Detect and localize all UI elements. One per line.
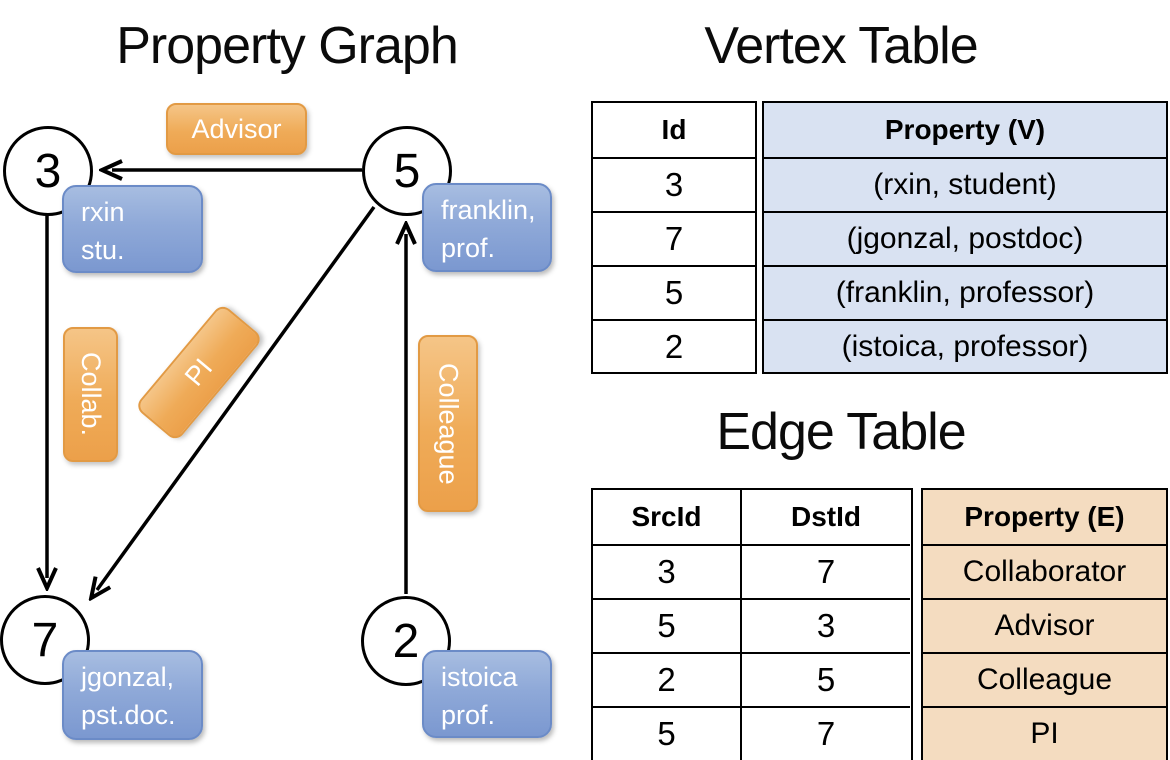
edge-dst-header: DstId (740, 490, 910, 544)
edge-property-header: Property (E) (964, 501, 1125, 532)
edge-label-colleague: Colleague (418, 335, 478, 512)
edge-dst-cell: 7 (740, 706, 910, 760)
vertex-id-cell: 2 (593, 319, 755, 372)
vertex-property-cell: (franklin, professor) (764, 265, 1166, 319)
edge-dst-cell: 5 (740, 652, 910, 706)
vertex-5-property-line2: prof. (441, 233, 496, 264)
edge-property-cell: Collaborator (923, 544, 1166, 598)
edge-label-collab: Collab. (63, 327, 118, 462)
edge-table: SrcId DstId 3 7 5 3 2 5 5 7 Property (E)… (591, 488, 1168, 760)
vertex-property-cell: (jgonzal, postdoc) (764, 211, 1166, 265)
vertex-id-cell: 7 (593, 211, 755, 265)
vertex-node-2-id: 2 (392, 614, 420, 668)
edge-src-header: SrcId (631, 501, 702, 532)
vertex-2-property-box: istoica prof. (422, 650, 552, 738)
edge-pi-5-to-7 (97, 205, 376, 590)
vertex-5-property-line1: franklin, (441, 195, 536, 225)
vertex-property-header: Property (V) (884, 114, 1046, 145)
vertex-3-property-line1: rxin (81, 197, 125, 227)
edge-dst-cell: 7 (740, 544, 910, 598)
vertex-2-property-line1: istoica (441, 662, 518, 692)
vertex-7-property-line2: pst.doc. (81, 700, 176, 731)
vertex-3-property-box: rxin stu. (62, 185, 203, 273)
vertex-2-property-line2: prof. (441, 700, 496, 731)
vertex-table: Id 3 7 5 2 Property (V) (rxin, student) … (591, 101, 1168, 374)
vertex-node-3-id: 3 (34, 144, 62, 198)
vertex-id-cell: 3 (593, 157, 755, 211)
vertex-7-property-box: jgonzal, pst.doc. (62, 650, 203, 740)
vertex-id-cell: 5 (593, 265, 755, 319)
vertex-node-5: 5 (362, 126, 452, 216)
property-graph-title: Property Graph (116, 17, 459, 75)
graph-edges-layer (0, 0, 585, 760)
edge-src-cell: 5 (593, 706, 740, 760)
edge-property-cell: Advisor (923, 598, 1166, 652)
edge-property-cell: PI (923, 706, 1166, 760)
vertex-node-5-id: 5 (393, 144, 421, 198)
edge-property-cell: Colleague (923, 652, 1166, 706)
vertex-id-header: Id (661, 114, 687, 145)
vertex-3-property-line2: stu. (81, 235, 125, 266)
vertex-table-property-column: Property (V) (rxin, student) (jgonzal, p… (762, 101, 1168, 374)
edge-src-cell: 2 (593, 652, 740, 706)
edge-src-cell: 3 (593, 544, 740, 598)
vertex-property-cell: (rxin, student) (764, 157, 1166, 211)
edge-table-property-column: Property (E) Collaborator Advisor Collea… (921, 488, 1168, 760)
edge-table-id-columns: SrcId DstId 3 7 5 3 2 5 5 7 (591, 488, 913, 760)
vertex-node-2: 2 (361, 596, 451, 686)
vertex-table-title: Vertex Table (704, 17, 978, 75)
edge-src-cell: 5 (593, 598, 740, 652)
edge-table-title: Edge Table (716, 403, 966, 461)
vertex-property-cell: (istoica, professor) (764, 319, 1166, 372)
edge-dst-cell: 3 (740, 598, 910, 652)
vertex-7-property-line1: jgonzal, (81, 662, 175, 692)
vertex-5-property-box: franklin, prof. (422, 183, 552, 272)
vertex-table-id-column: Id 3 7 5 2 (591, 101, 757, 374)
vertex-node-7-id: 7 (31, 613, 59, 667)
edge-label-advisor: Advisor (166, 103, 307, 155)
